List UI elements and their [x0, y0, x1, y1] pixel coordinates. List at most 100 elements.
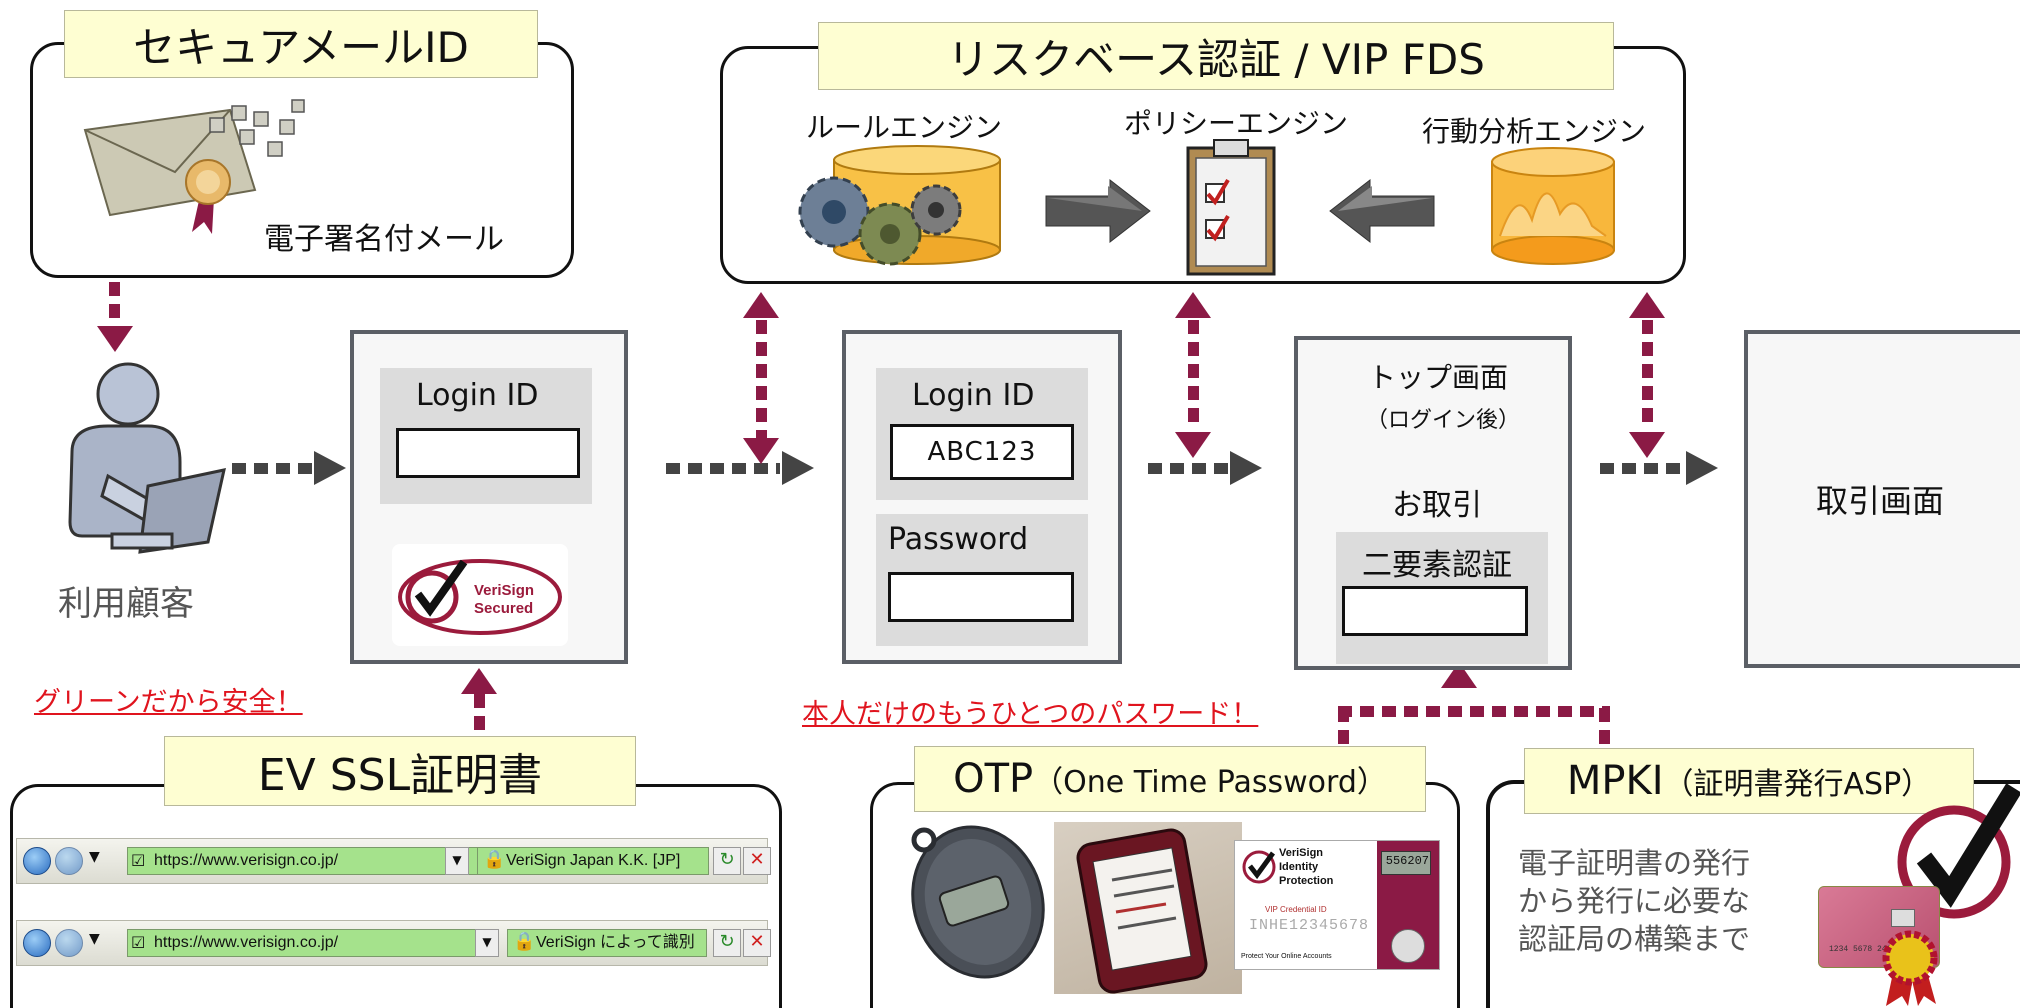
two-factor-connector-h	[1338, 706, 1610, 717]
back-button-1[interactable]	[23, 847, 51, 875]
nav-dropdown-icon-2[interactable]: ▼	[89, 931, 100, 947]
risk-connector-2-bottom	[1175, 432, 1211, 458]
password-label: Password	[888, 522, 1029, 557]
ev-ssl-connector-head	[461, 668, 497, 694]
verisign-badge-text-2: Secured	[474, 600, 534, 617]
own-password-note: 本人だけのもうひとつのパスワード！	[802, 699, 1259, 730]
flow-arrow-4-head	[1686, 451, 1718, 485]
customer-person-icon	[68, 362, 226, 554]
url-check-icon-2: ☑	[131, 933, 146, 952]
flow-arrow-1	[232, 463, 312, 474]
mpki-title-main: MPKI	[1566, 758, 1664, 804]
otp-phone-photo	[1054, 822, 1242, 994]
identity-box-2[interactable]: VeriSign によって識別	[507, 929, 707, 957]
mpki-title-sub: （証明書発行ASP）	[1663, 767, 1932, 802]
signed-mail-caption: 電子署名付メール	[264, 222, 504, 257]
lock-icon-1: 🔒	[483, 849, 506, 870]
signed-mail-icon	[83, 99, 305, 234]
flow-arrow-3	[1148, 463, 1228, 474]
otp-card-id: INHE12345678	[1249, 917, 1370, 934]
lock-icon-2: 🔒	[513, 931, 536, 952]
risk-connector-3-bottom	[1629, 432, 1665, 458]
risk-auth-title: リスクベース認証 / VIP FDS	[818, 22, 1614, 90]
two-factor-connector-right	[1599, 708, 1610, 758]
trade-screen: 取引画面	[1744, 330, 2020, 668]
customer-label: 利用顧客	[58, 584, 194, 624]
risk-connector-2	[1188, 320, 1199, 430]
flow-arrow-2-head	[782, 451, 814, 485]
flow-arrow-1-head	[314, 451, 346, 485]
trade-screen-label: 取引画面	[1815, 482, 1944, 520]
otp-token-icon	[911, 825, 1045, 979]
flow-arrow-3-head	[1230, 451, 1262, 485]
mail-to-customer-arrowhead	[97, 326, 133, 352]
deal-label: お取引	[1392, 488, 1482, 523]
login-id-input-2[interactable]: ABC123	[890, 424, 1074, 480]
otp-credential-card: 556207 VeriSign Identity Protection VIP …	[1234, 840, 1440, 970]
otp-card-line2: Protection	[1279, 875, 1334, 887]
login-id-input-1[interactable]	[396, 428, 580, 478]
policy-clipboard-icon	[1186, 139, 1276, 276]
flow-arrow-4	[1600, 463, 1684, 474]
mpki-desc-line2: から発行に必要な	[1518, 884, 1751, 918]
arrow-left-icon	[1329, 178, 1435, 244]
green-safe-note: グリーンだから安全！	[34, 687, 303, 718]
url-box-2[interactable]: https://www.verisign.co.jp/	[127, 929, 485, 957]
verisign-secured-badge: VeriSign Secured	[392, 544, 568, 646]
forward-button-1[interactable]	[55, 847, 83, 875]
arrow-right-icon	[1045, 178, 1151, 244]
url-dropdown-1[interactable]: ▼	[445, 847, 469, 875]
browser-bar-2: ▼ https://www.verisign.co.jp/ ☑ ▼ VeriSi…	[16, 920, 771, 966]
flow-arrow-2	[666, 463, 780, 474]
login-id-label-1: Login ID	[416, 378, 539, 413]
risk-connector-1	[756, 320, 767, 438]
mpki-desc-line1: 電子証明書の発行	[1518, 846, 1751, 880]
verisign-badge-text-1: VeriSign	[474, 582, 535, 599]
url-dropdown-2[interactable]: ▼	[475, 929, 499, 957]
risk-connector-1-bottom	[743, 438, 779, 464]
stop-button-1[interactable]: ✕	[743, 847, 771, 875]
behavior-engine-label: 行動分析エンジン	[1422, 115, 1647, 148]
forward-button-2[interactable]	[55, 929, 83, 957]
mpki-title: MPKI （証明書発行ASP）	[1524, 748, 1974, 814]
risk-connector-1-top	[743, 292, 779, 318]
two-factor-input[interactable]	[1342, 586, 1528, 636]
identity-box-1[interactable]: VeriSign Japan K.K. [JP]	[477, 847, 709, 875]
mpki-desc-line3: 認証局の構築まで	[1518, 922, 1751, 956]
mail-to-customer-connector	[109, 282, 120, 328]
otp-card-id-label: VIP Credential ID	[1265, 905, 1327, 914]
password-input[interactable]	[888, 572, 1074, 622]
url-box-1[interactable]: https://www.verisign.co.jp/	[127, 847, 485, 875]
rule-engine-icon	[798, 145, 1001, 266]
secure-mail-title: セキュアメールID	[64, 10, 538, 78]
login-id-label-2: Login ID	[912, 378, 1035, 413]
rule-engine-label: ルールエンジン	[806, 111, 1003, 144]
ev-ssl-title: EV SSL証明書	[164, 736, 636, 806]
risk-connector-3-top	[1629, 292, 1665, 318]
nav-dropdown-icon-1[interactable]: ▼	[89, 849, 100, 865]
refresh-button-2[interactable]: ↻	[713, 929, 741, 957]
risk-connector-2-top	[1175, 292, 1211, 318]
otp-card-line1: Identity	[1279, 861, 1319, 873]
otp-display-value: 556207	[1385, 854, 1429, 868]
otp-card-brand: VeriSign	[1279, 847, 1324, 859]
stop-button-2[interactable]: ✕	[743, 929, 771, 957]
back-button-2[interactable]	[23, 929, 51, 957]
policy-engine-label: ポリシーエンジン	[1124, 107, 1349, 140]
browser-bar-1: ▼ https://www.verisign.co.jp/ ☑ ▼ VeriSi…	[16, 838, 771, 884]
top-screen-subtitle: （ログイン後）	[1366, 408, 1521, 433]
two-factor-connector-left	[1338, 708, 1349, 758]
url-check-icon-1: ☑	[131, 851, 146, 870]
otp-title-sub: （One Time Password）	[1033, 765, 1387, 800]
otp-card-footer: Protect Your Online Accounts	[1241, 953, 1332, 960]
behavior-analysis-icon	[1491, 147, 1615, 265]
refresh-button-1[interactable]: ↻	[713, 847, 741, 875]
mpki-card-number: 1234 5678 2468	[1829, 945, 1897, 954]
top-screen-title: トップ画面	[1368, 361, 1509, 394]
two-factor-label: 二要素認証	[1362, 548, 1512, 583]
otp-title-main: OTP	[953, 756, 1034, 802]
otp-title: OTP （One Time Password）	[914, 746, 1426, 812]
mpki-seal-icon	[1882, 930, 1938, 1006]
ev-ssl-box	[10, 784, 782, 1008]
ev-ssl-connector	[474, 694, 485, 736]
